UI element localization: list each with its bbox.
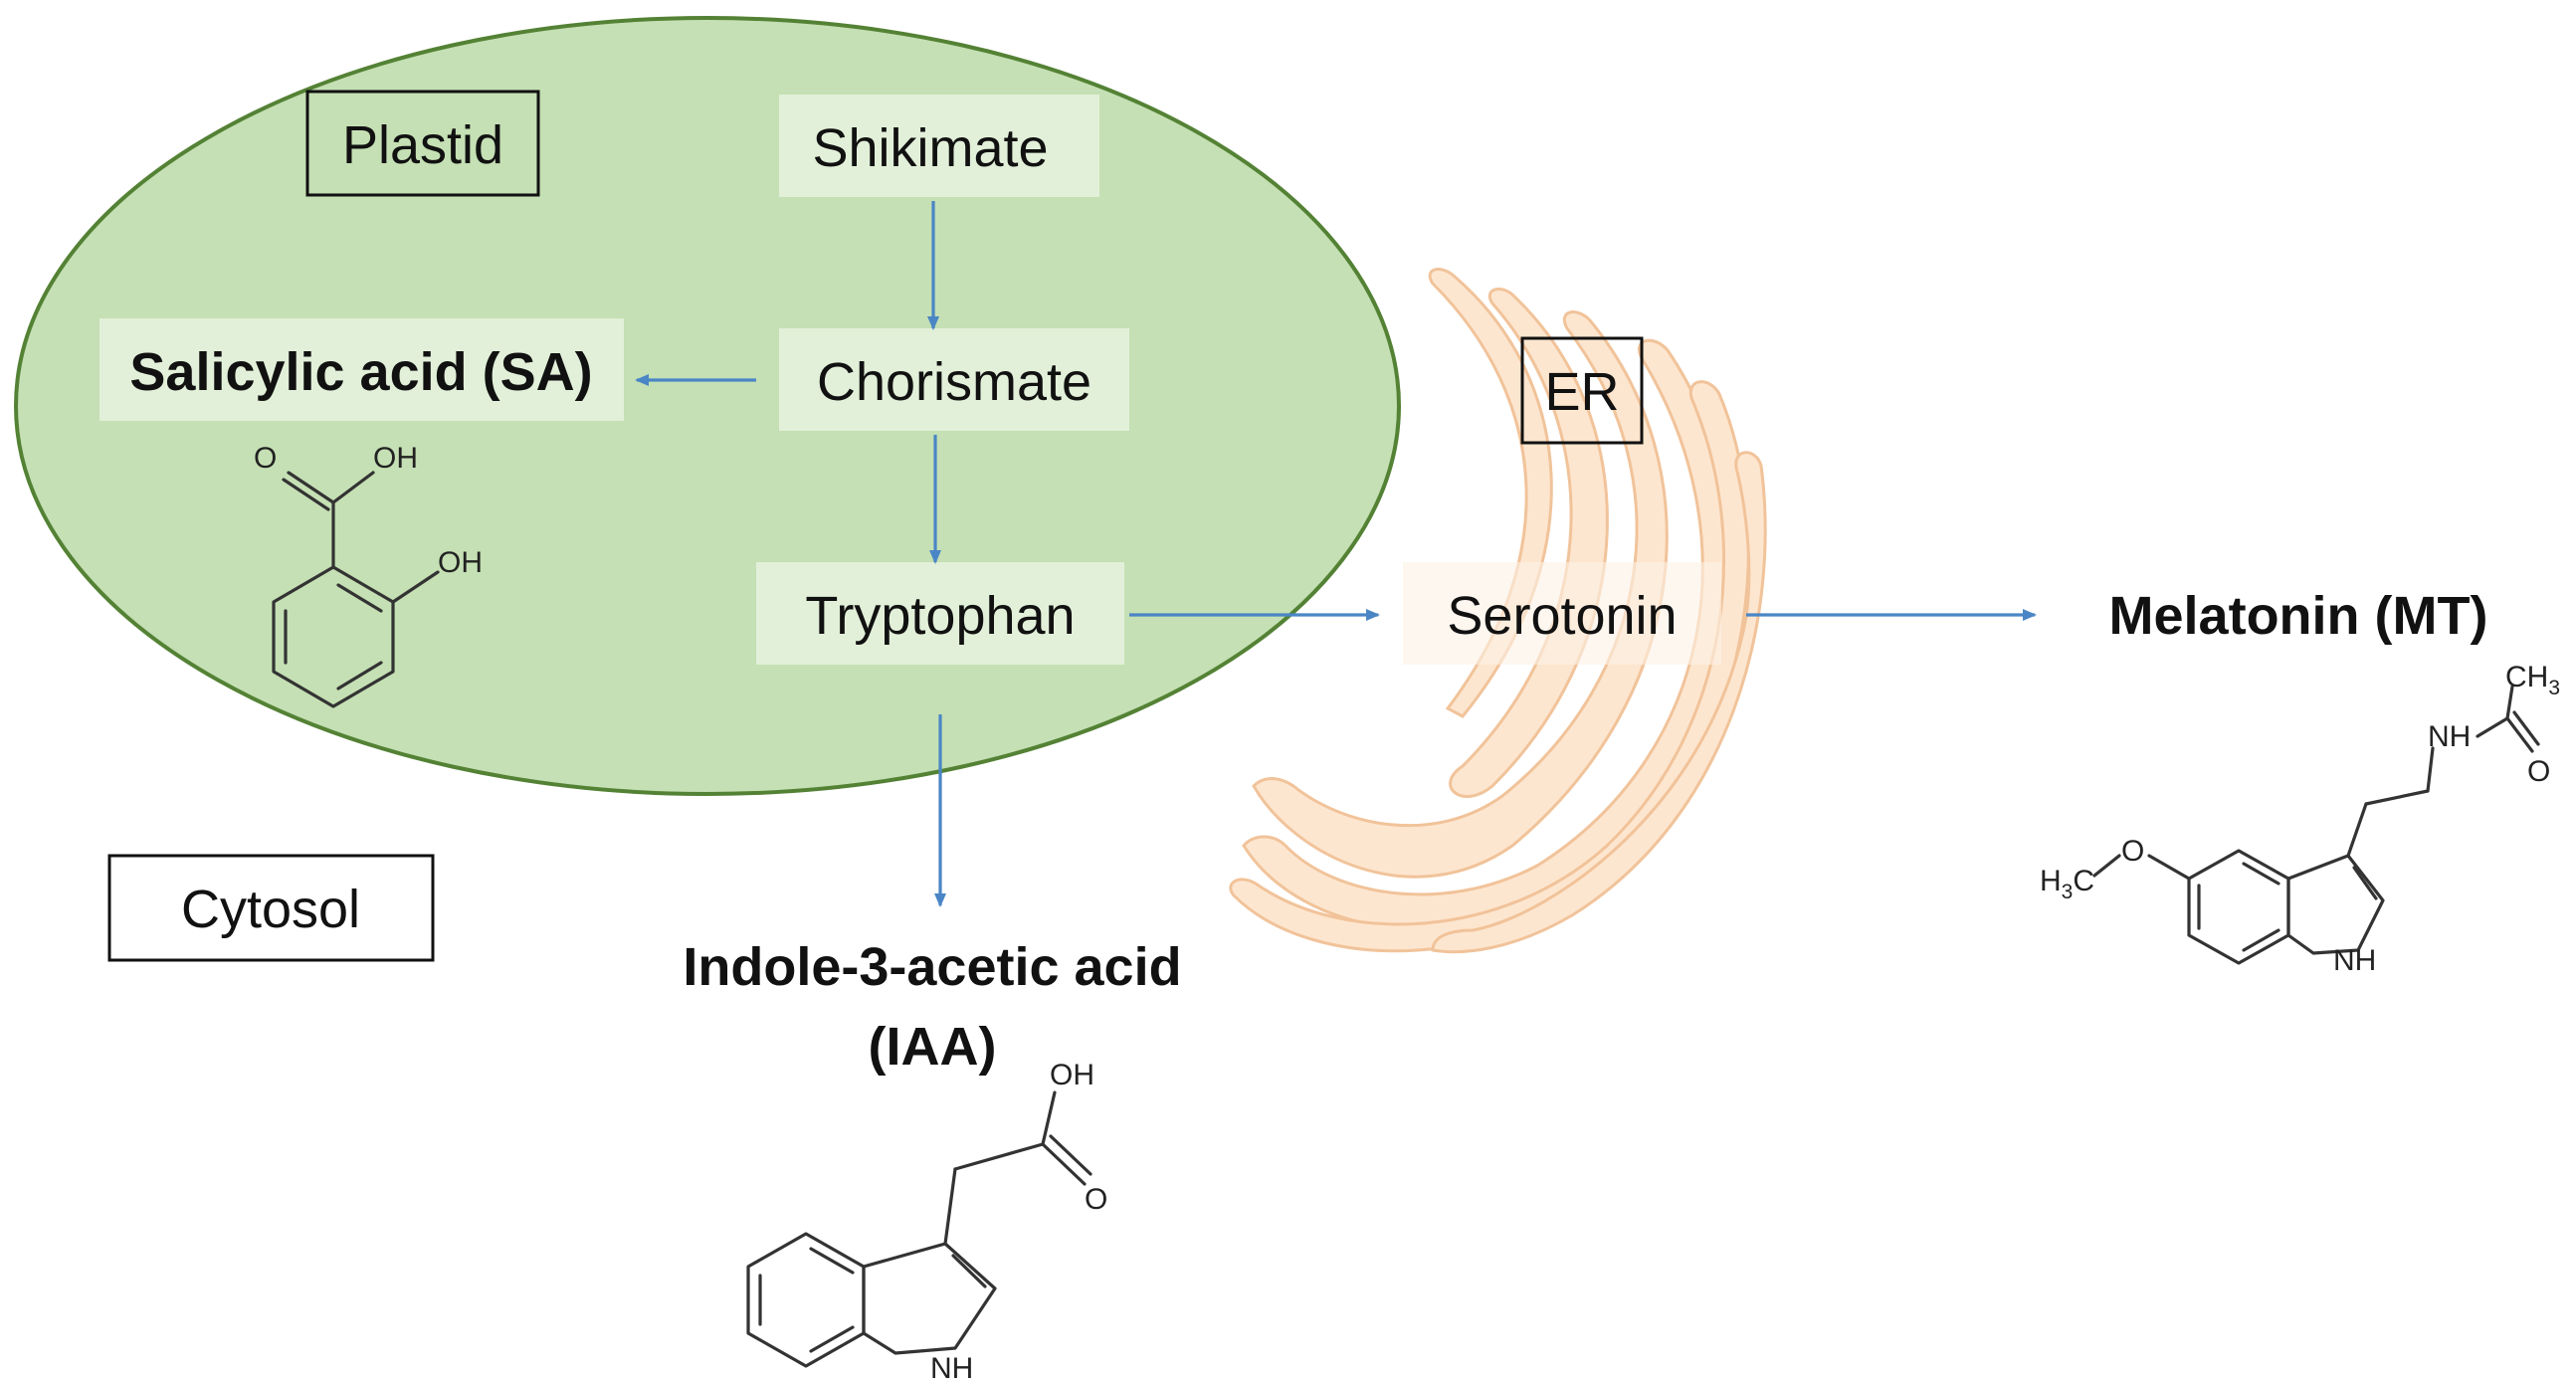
shikimate-label: Shikimate <box>812 118 1048 178</box>
salicylic-acid-box <box>99 318 624 421</box>
cytosol-label-box <box>107 854 435 962</box>
mt-amide-nh-text: NH <box>2428 720 2471 753</box>
iaa-label-line1: Indole-3-acetic acid <box>683 937 1181 997</box>
iaa-nh-text: NH <box>930 1352 973 1381</box>
mt-ch3-text: CH3 <box>2505 661 2560 699</box>
serotonin-box <box>1403 562 1721 665</box>
melatonin-structure: CH3 NH O H3C O NH <box>2040 661 2560 977</box>
sa-phenol-oh-text: OH <box>438 546 483 579</box>
iaa-label-line2: (IAA) <box>869 1017 997 1077</box>
chorismate-box <box>779 328 1129 431</box>
chorismate-label: Chorismate <box>817 352 1091 412</box>
er-label-box <box>1520 336 1644 445</box>
mt-methoxy-text: H3C <box>2040 865 2094 903</box>
shikimate-box <box>779 95 1099 197</box>
tryptophan-box <box>756 562 1124 665</box>
serotonin-label: Serotonin <box>1447 586 1677 646</box>
melatonin-label: Melatonin (MT) <box>2109 586 2488 646</box>
iaa-structure: OH O NH <box>746 1059 1107 1381</box>
iaa-o-text: O <box>1085 1183 1107 1216</box>
iaa-oh-text: OH <box>1050 1059 1094 1091</box>
mt-ether-o-text: O <box>2121 835 2144 868</box>
tryptophan-label: Tryptophan <box>805 586 1075 646</box>
sa-o-text: O <box>254 442 277 475</box>
salicylic-acid-structure: O OH OH <box>254 442 483 708</box>
mt-ring-nh-text: NH <box>2333 944 2376 977</box>
mt-carbonyl-o-text: O <box>2527 755 2550 788</box>
cytosol-label: Cytosol <box>181 880 360 939</box>
salicylic-acid-label: Salicylic acid (SA) <box>129 342 592 402</box>
plastid-label-box <box>305 90 540 197</box>
plastid-label: Plastid <box>342 115 503 175</box>
sa-carboxyl-oh-text: OH <box>373 442 418 475</box>
er-label: ER <box>1544 362 1619 422</box>
